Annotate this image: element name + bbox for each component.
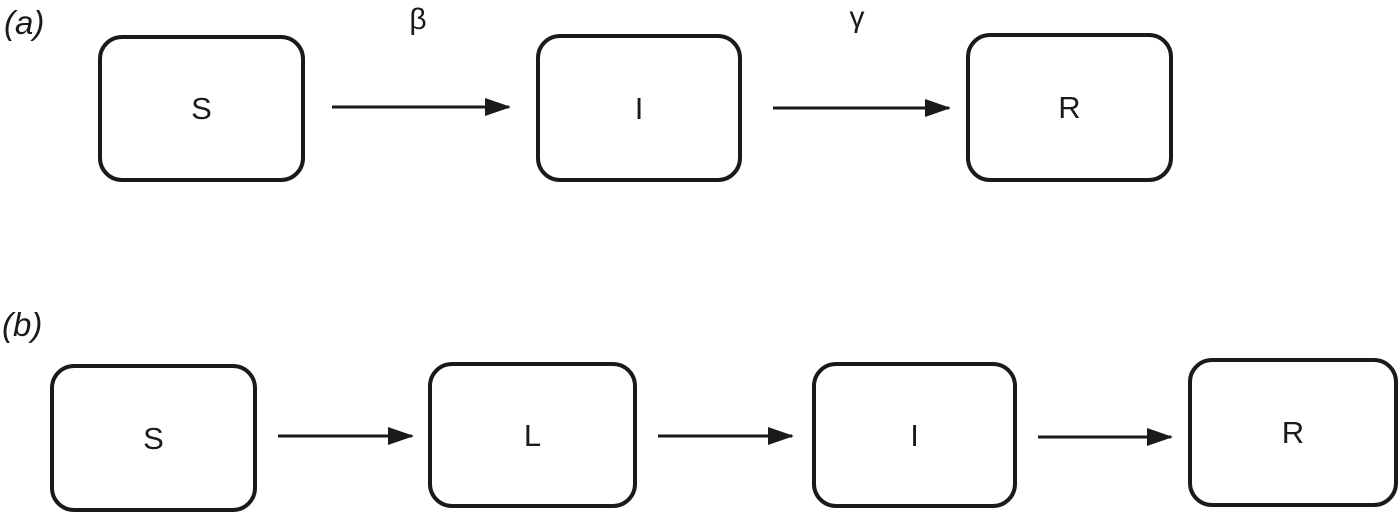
panel-a-label: (a) xyxy=(4,4,45,41)
node-b-recovered-label: R xyxy=(1281,415,1305,450)
node-b-susceptible: S xyxy=(50,364,257,512)
node-b-infectious-label: I xyxy=(910,417,919,453)
node-a-recovered: R xyxy=(966,33,1173,182)
node-b-susceptible-label: S xyxy=(143,420,164,456)
node-a-recovered-label: R xyxy=(1058,90,1081,125)
node-a-infectious: I xyxy=(536,34,742,182)
node-a-susceptible: S xyxy=(98,35,305,182)
node-a-infectious-label: I xyxy=(634,90,644,126)
edge-label-gamma: γ xyxy=(849,1,865,34)
node-b-infectious: I xyxy=(812,362,1017,508)
edge-label-beta: β xyxy=(409,3,427,36)
node-b-latent: L xyxy=(428,362,637,508)
node-a-susceptible-label: S xyxy=(191,91,212,126)
panel-b-label: (b) xyxy=(2,306,43,343)
node-b-latent-label: L xyxy=(523,417,542,453)
node-b-recovered: R xyxy=(1188,358,1398,507)
